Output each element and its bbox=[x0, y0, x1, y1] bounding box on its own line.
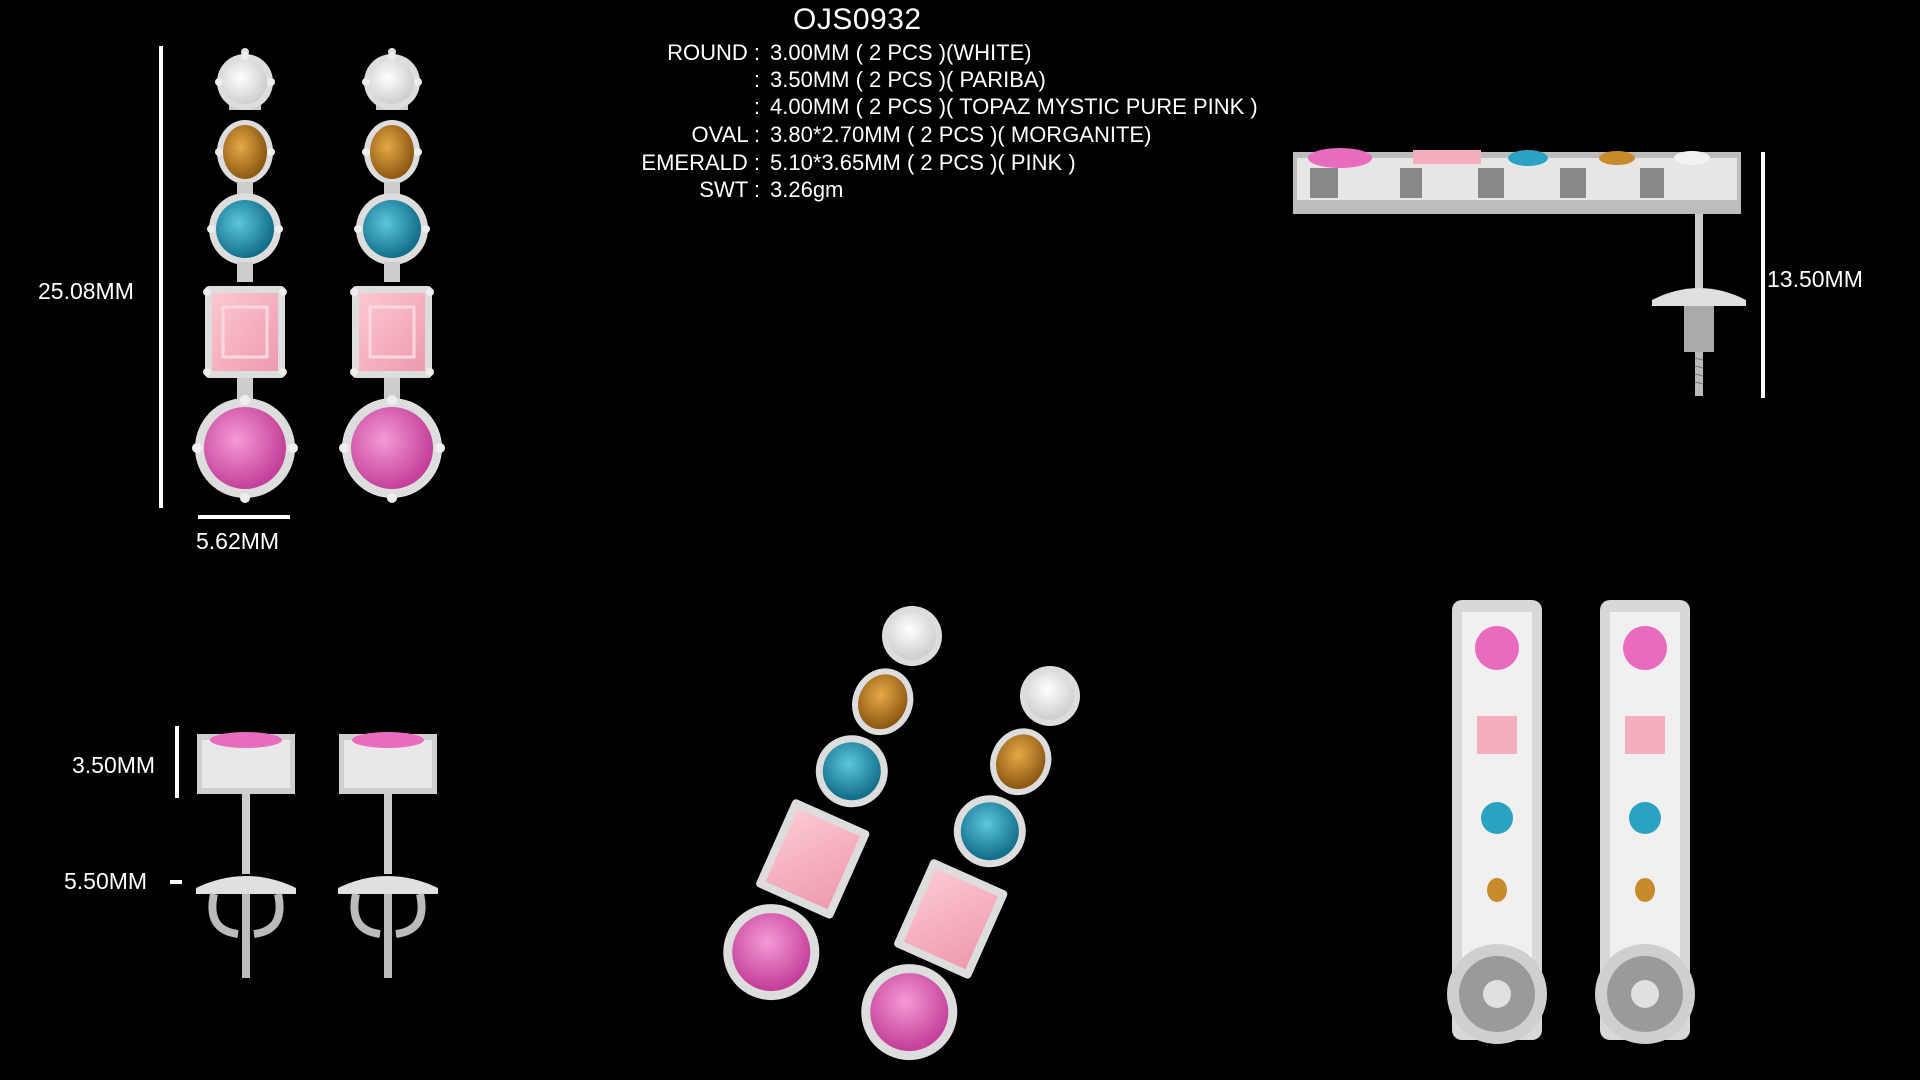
spec-label: : bbox=[753, 94, 760, 119]
height-dimension-label: 25.08MM bbox=[38, 278, 134, 304]
spec-label: OVAL : bbox=[691, 122, 760, 147]
spec-value: 5.10*3.65MM ( 2 PCS )( PINK ) bbox=[770, 150, 1076, 175]
spec-label: : bbox=[753, 67, 760, 92]
spec-value: 4.00MM ( 2 PCS )( TOPAZ MYSTIC PURE PINK… bbox=[770, 94, 1258, 119]
spec-label: ROUND : bbox=[667, 40, 760, 65]
depth-dimension-label: 13.50MM bbox=[1767, 266, 1863, 292]
spec-value: 3.50MM ( 2 PCS )( PARIBA) bbox=[770, 67, 1046, 92]
back-width-dimension-label: 5.50MM bbox=[64, 868, 148, 894]
spec-label: SWT : bbox=[699, 177, 760, 202]
spec-value: 3.00MM ( 2 PCS )(WHITE) bbox=[770, 40, 1032, 65]
spec-label: EMERALD : bbox=[641, 150, 760, 175]
width-dimension-label: 5.62MM bbox=[196, 528, 280, 554]
stud-height-dimension-label: 3.50MM bbox=[72, 752, 156, 778]
spec-value: 3.80*2.70MM ( 2 PCS )( MORGANITE) bbox=[770, 122, 1152, 147]
spec-value: 3.26gm bbox=[770, 177, 844, 202]
product-code: OJS0932 bbox=[793, 3, 922, 36]
